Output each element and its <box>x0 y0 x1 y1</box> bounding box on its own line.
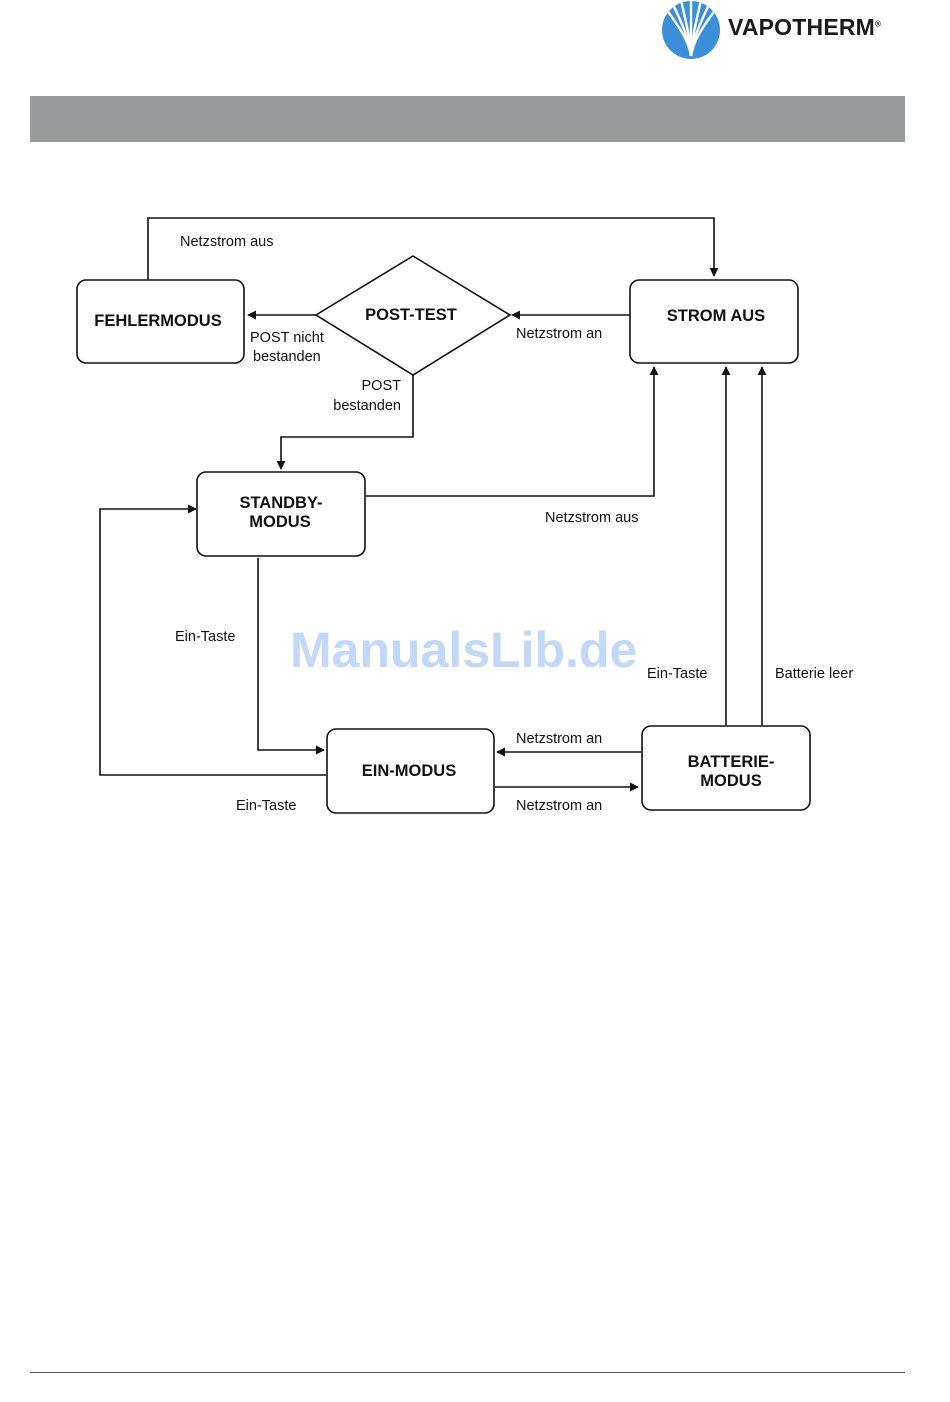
node-label-batterie-line1: BATTERIE- <box>688 753 775 771</box>
label-batterie-leer: Batterie leer <box>775 666 853 682</box>
label-ein-taste-standby: Ein-Taste <box>175 629 235 645</box>
state-diagram: ManualsLib.de FEHLERMODUS POST-T <box>0 0 950 900</box>
label-ein-taste-bottom: Ein-Taste <box>236 798 296 814</box>
label-ein-taste-batterie: Ein-Taste <box>647 666 707 682</box>
node-label-batterie-line2: MODUS <box>700 772 761 790</box>
node-label-standby-line1: STANDBY- <box>239 494 322 512</box>
watermark: ManualsLib.de <box>290 622 637 678</box>
node-label-standby-line2: MODUS <box>249 513 310 531</box>
node-label-strom-aus: STROM AUS <box>667 307 765 325</box>
label-netzstrom-an-post: Netzstrom an <box>516 326 602 342</box>
label-post-bestanden-line2: bestanden <box>333 398 401 414</box>
edge-standby-to-stromaus <box>366 367 654 496</box>
label-netzstrom-an-upper: Netzstrom an <box>516 731 602 747</box>
node-label-ein-modus: EIN-MODUS <box>362 762 456 780</box>
label-netzstrom-an-lower: Netzstrom an <box>516 798 602 814</box>
label-post-nicht-line1: POST nicht <box>250 330 324 346</box>
footer-divider <box>30 1372 905 1373</box>
node-label-post-test: POST-TEST <box>365 306 457 324</box>
label-post-nicht-line2: bestanden <box>253 349 321 365</box>
node-label-fehlermodus: FEHLERMODUS <box>94 312 221 330</box>
label-netzstrom-aus-standby: Netzstrom aus <box>545 510 638 526</box>
label-post-bestanden-line1: POST <box>362 378 402 394</box>
label-netzstrom-aus-top: Netzstrom aus <box>180 234 273 250</box>
